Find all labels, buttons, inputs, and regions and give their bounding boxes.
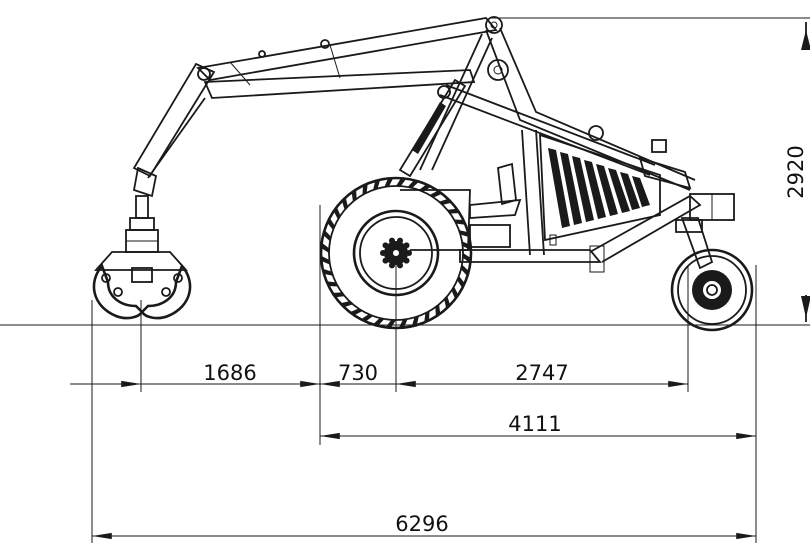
tread-block [341, 301, 353, 307]
hub-lug [397, 262, 404, 269]
tire-tread [322, 179, 470, 327]
tread-block [327, 281, 338, 287]
tread-block [435, 304, 441, 316]
tread-block [454, 219, 465, 225]
dim-boom-reach: 1686 [203, 361, 256, 385]
tread-block [399, 318, 408, 327]
hub-lug [388, 237, 395, 244]
rear-wheel [670, 217, 754, 332]
tread-block [324, 230, 331, 242]
tread-block [351, 308, 363, 315]
hub-lug [388, 262, 395, 269]
hub-lug [406, 250, 412, 256]
tread-block [461, 241, 470, 250]
tread-block [444, 296, 450, 308]
tread-block [361, 314, 374, 321]
dim-height: 2920 [784, 145, 808, 198]
hub-lug [403, 257, 410, 264]
tread-block [447, 208, 459, 214]
tread-block [424, 311, 430, 322]
tread-block [362, 184, 368, 195]
tread-block [328, 218, 335, 231]
tread-block [323, 269, 334, 276]
tread-block [342, 198, 348, 210]
tread-block [322, 256, 331, 265]
tread-block [429, 191, 441, 198]
hub-lug [397, 237, 404, 244]
main-boom [196, 17, 498, 99]
tread-block [462, 253, 470, 263]
tread-block [412, 315, 419, 326]
machine [92, 16, 754, 332]
engine-grille [548, 148, 650, 228]
hub-lug [382, 257, 389, 264]
tread-block [439, 199, 451, 205]
tread-block [386, 319, 396, 327]
dim-wheelbase: 2747 [515, 361, 568, 385]
boom-pivot [437, 16, 604, 141]
tread-block [418, 185, 431, 192]
tread-block [333, 292, 345, 298]
lift-cylinder [398, 78, 467, 178]
tread-block [334, 208, 341, 220]
dim-front-overhang: 730 [338, 361, 378, 385]
tread-block [373, 318, 385, 325]
dimension-lines [70, 22, 810, 540]
hub-lug [403, 242, 410, 249]
hub-lug [382, 242, 389, 249]
hub-lug [380, 250, 386, 256]
dim-total-length: 6296 [395, 512, 448, 536]
grapple [92, 195, 192, 320]
tread-block [457, 275, 464, 288]
tread-block [407, 181, 419, 188]
chassis-frame [400, 27, 735, 273]
tread-block [322, 243, 330, 253]
tread-block [351, 190, 357, 202]
dim-body-length: 4111 [508, 412, 561, 436]
tread-block [451, 286, 458, 298]
tread-block [396, 179, 406, 187]
tread-block [458, 230, 469, 237]
front-wheel [319, 176, 473, 330]
second-arm [132, 62, 216, 198]
extension-lines [91, 17, 810, 543]
tread-block [384, 179, 393, 188]
tread-block [461, 264, 468, 276]
tread-block [373, 180, 380, 191]
